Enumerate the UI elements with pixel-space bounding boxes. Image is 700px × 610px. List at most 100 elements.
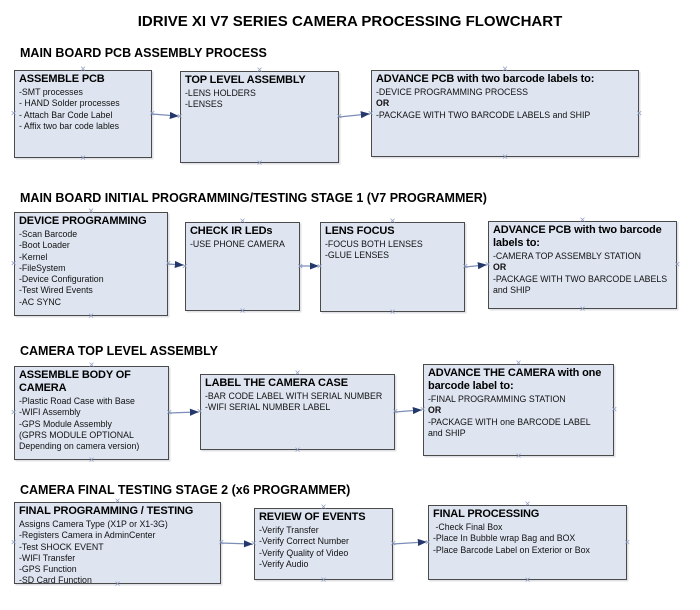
box-line: -GPS Function [19,564,77,575]
connection-handle-icon[interactable]: × [424,537,431,548]
connection-handle-icon[interactable]: × [294,368,301,380]
flow-arrow[interactable] [394,407,422,415]
connection-handle-icon[interactable]: × [181,261,188,272]
connection-handle-icon[interactable]: × [367,108,374,119]
flow-arrow[interactable] [167,260,184,269]
connection-handle-icon[interactable]: × [636,108,643,119]
box-line: -WIFI SERIAL NUMBER LABEL [205,402,331,413]
box-line: -FOCUS BOTH LENSES [325,239,423,249]
connection-handle-icon[interactable]: × [579,303,586,315]
connection-handle-icon[interactable]: × [239,216,246,228]
connection-handle-icon[interactable]: × [524,574,531,586]
box-check-ir-leds[interactable]: CHECK IR LEDs -USE PHONE CAMERA ×××× [181,217,303,317]
connection-handle-icon[interactable]: × [484,259,491,271]
box-lines: -SMT processes- HAND Solder processes- A… [19,87,147,132]
box-line: -PACKAGE WITH one BARCODE LABEL [428,416,591,427]
box-device-programming[interactable]: DEVICE PROGRAMMING -Scan Barcode-Boot Lo… [10,207,171,322]
box-title: ADVANCE PCB with two barcode labels to: [493,224,662,249]
connection-handle-icon[interactable]: × [114,578,121,590]
connection-handle-icon[interactable]: × [10,258,17,270]
connection-handle-icon[interactable]: × [256,157,263,169]
connection-handle-icon[interactable]: × [515,450,522,462]
connection-handle-icon[interactable]: × [320,574,327,586]
connection-handle-icon[interactable]: × [524,499,531,511]
connection-handle-icon[interactable]: × [674,259,681,271]
box-line: OR [428,405,442,416]
connection-handle-icon[interactable]: × [579,215,586,227]
connection-handle-icon[interactable]: × [320,502,327,514]
connection-handle-icon[interactable]: × [114,496,121,508]
connection-handle-icon[interactable]: × [196,406,203,418]
connection-handle-icon[interactable]: × [250,538,257,550]
connection-handle-icon[interactable]: × [256,65,263,77]
box-advance-pcb-two-labels[interactable]: ADVANCE PCB with two barcode labels to: … [367,65,643,163]
box-title: REVIEW OF EVENTS [259,511,366,523]
flow-arrow[interactable] [168,408,199,416]
connection-handle-icon[interactable]: × [624,537,631,548]
box-line: Depending on camera version) [19,441,140,452]
connection-handle-icon[interactable]: × [419,404,426,416]
connection-handle-icon[interactable]: × [10,108,17,120]
connection-handle-icon[interactable]: × [88,360,95,372]
connection-handle-icon[interactable]: × [10,537,17,549]
box-title: ASSEMBLE BODY OF CAMERA [19,369,131,394]
connection-handle-icon[interactable]: × [88,310,94,322]
connection-handle-icon[interactable]: × [502,64,508,76]
box-assemble-body-of-camera[interactable]: ASSEMBLE BODY OF CAMERA -Plastic Road Ca… [10,361,172,466]
box-lens-focus[interactable]: LENS FOCUS -FOCUS BOTH LENSES-GLUE LENSE… [316,217,468,318]
connection-handle-icon[interactable]: × [611,404,618,416]
box-line: -Boot Loader [19,240,70,251]
flow-arrow[interactable] [338,111,370,119]
connection-handle-icon[interactable]: × [88,454,95,466]
box-assemble-pcb[interactable]: ASSEMBLE PCB -SMT processes- HAND Solder… [10,65,155,164]
connection-handle-icon[interactable]: × [176,111,183,123]
box-line: -CAMERA TOP ASSEMBLY STATION [493,251,641,261]
box-line: -Verify Audio [259,558,309,569]
connection-handle-icon[interactable]: × [502,151,508,163]
box-final-processing[interactable]: FINAL PROCESSING -Check Final Box-Place … [424,500,631,586]
box-line: -Device Configuration [19,274,104,285]
flow-arrow[interactable] [392,538,427,547]
section-header: MAIN BOARD PCB ASSEMBLY PROCESS [20,46,267,60]
box-line: -LENSES [185,99,223,110]
box-advance-pcb-to-camera-top[interactable]: ADVANCE PCB with two barcode labels to: … [484,216,681,315]
box-line: -USE PHONE CAMERA [190,239,285,249]
box-line: and SHIP [493,284,531,295]
connection-handle-icon[interactable]: × [389,216,396,228]
box-line: -PACKAGE WITH TWO BARCODE LABELS [493,273,668,284]
box-line: -Place In Bubble wrap Bag and BOX [433,533,576,544]
box-title: LABEL THE CAMERA CASE [205,377,348,389]
box-final-programming-testing[interactable]: FINAL PROGRAMMING / TESTING Assigns Came… [10,497,224,590]
box-label-the-camera-case[interactable]: LABEL THE CAMERA CASE -BAR CODE LABEL WI… [196,369,398,456]
flow-arrow[interactable] [151,111,179,119]
connection-handle-icon[interactable]: × [316,261,323,273]
box-line: Assigns Camera Type (X1P or X1-3G) [19,519,168,529]
box-lines: -Plastic Road Case with Base-WIFI Assemb… [19,396,164,452]
box-title: ADVANCE PCB with two barcode labels to: [376,73,595,85]
flow-arrow[interactable] [464,262,487,270]
connection-handle-icon[interactable]: × [80,64,86,76]
box-line: -GPS Module Assembly [19,418,112,429]
box-line: -SD Card Function [19,575,92,586]
connection-handle-icon[interactable]: × [88,206,94,218]
box-line: - Attach Bar Code Label [19,109,113,120]
box-title: ASSEMBLE PCB [19,73,105,85]
connection-handle-icon[interactable]: × [239,305,246,317]
connection-handle-icon[interactable]: × [389,306,396,318]
box-line: -Registers Camera in AdminCenter [19,530,156,541]
box-review-of-events[interactable]: REVIEW OF EVENTS -Verify Transfer-Verify… [250,503,396,586]
connection-handle-icon[interactable]: × [10,407,17,419]
connection-handle-icon[interactable]: × [294,444,301,456]
connection-handle-icon[interactable]: × [515,358,522,370]
box-line: - Affix two bar code lables [19,120,120,131]
flow-arrow[interactable] [220,540,253,548]
connection-handle-icon[interactable]: × [80,152,86,164]
box-top-level-assembly[interactable]: TOP LEVEL ASSEMBLY -LENS HOLDERS-LENSES … [176,66,342,169]
box-advance-camera-one-label[interactable]: ADVANCE THE CAMERA with one barcode labe… [419,359,618,462]
box-line: -Test SHOCK EVENT [19,541,104,552]
box-line: - HAND Solder processes [19,98,120,109]
box-line: -Plastic Road Case with Base [19,396,135,406]
